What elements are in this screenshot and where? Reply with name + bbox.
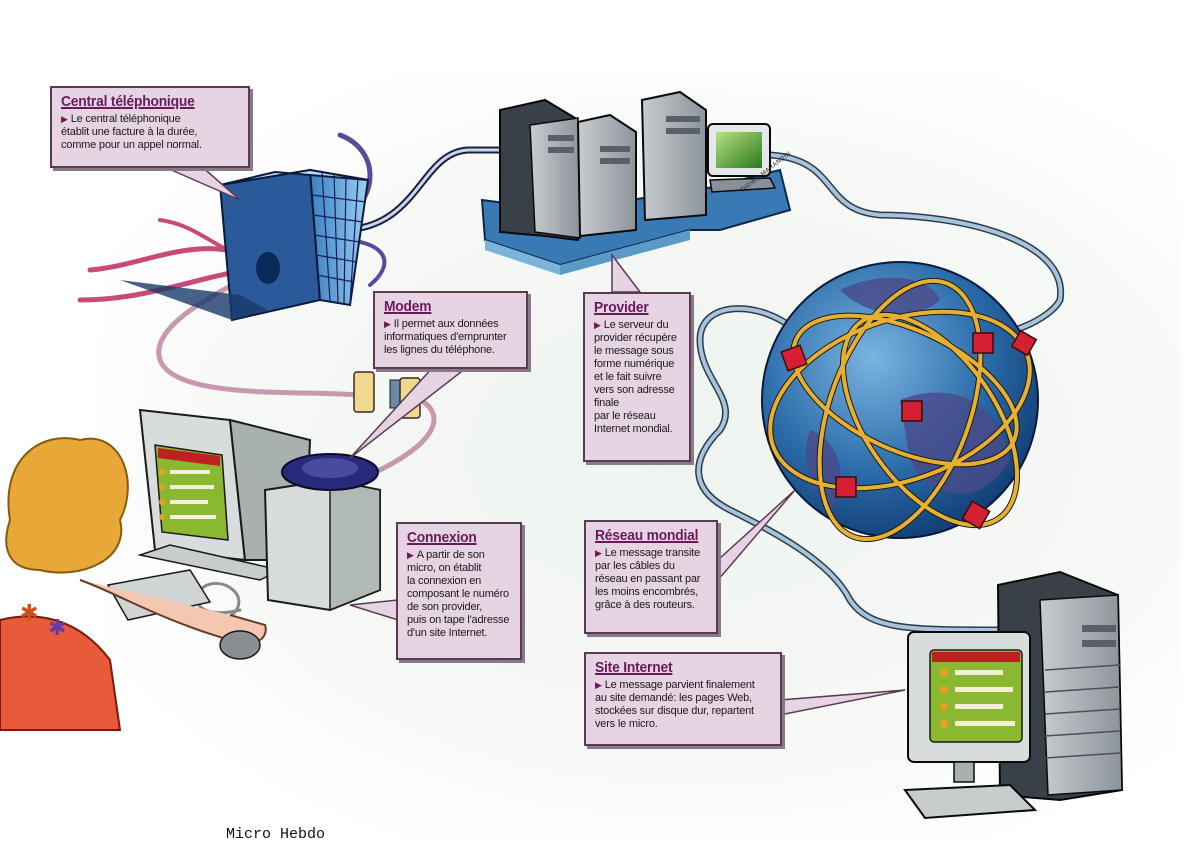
callout-text: Le serveur du provider récupère le messa… — [594, 319, 677, 435]
telephone-exchange-building-icon — [120, 168, 370, 322]
callout-text: A partir de son micro, on établit la con… — [407, 549, 510, 639]
callout-central-telephonique: Central téléphonique ▶Le central télépho… — [50, 86, 250, 168]
triangle-bullet-icon: ▶ — [384, 319, 391, 329]
triangle-bullet-icon: ▶ — [594, 320, 601, 330]
callout-text: Le message parvient finalement au site d… — [595, 679, 755, 730]
callout-title: Connexion — [407, 529, 477, 546]
cables — [77, 132, 1065, 634]
triangle-bullet-icon: ▶ — [595, 548, 602, 558]
triangle-bullet-icon: ▶ — [61, 114, 68, 124]
router-icon — [901, 400, 923, 422]
router-icon — [961, 500, 991, 530]
hair — [5, 437, 129, 574]
web-server-icon — [903, 570, 1124, 820]
chair — [0, 615, 122, 731]
callout-title: Modem — [384, 298, 432, 315]
svg-text:✱: ✱ — [20, 600, 38, 625]
callout-reseau-mondial: Réseau mondial ▶Le message transite par … — [584, 520, 718, 634]
callout-provider: Provider ▶Le serveur du provider récupèr… — [583, 292, 691, 462]
callout-connexion: Connexion ▶A partir de son micro, on éta… — [396, 522, 522, 660]
router-icon — [972, 332, 994, 354]
svg-text:✱: ✱ — [48, 615, 66, 640]
router-icon — [1010, 329, 1038, 357]
network-rings — [768, 278, 1032, 542]
callout-modem: Modem ▶Il permet aux données informatiqu… — [373, 291, 528, 369]
callout-text: Le central téléphonique établit une fact… — [61, 113, 202, 151]
callout-text: Il permet aux données informatiques d'em… — [384, 318, 507, 356]
router-icon — [780, 344, 808, 372]
server-cluster-icon — [480, 90, 792, 275]
callout-title: Provider — [594, 299, 649, 316]
arm — [79, 579, 267, 645]
user-computer-icon: ✱ ✱ — [0, 408, 381, 731]
callout-site-internet: Site Internet ▶Le message parvient final… — [584, 652, 782, 746]
callout-title: Réseau mondial — [595, 527, 699, 544]
triangle-bullet-icon: ▶ — [595, 680, 602, 690]
source-credit: Micro Hebdo — [226, 826, 326, 843]
callout-title: Central téléphonique — [61, 93, 195, 110]
triangle-bullet-icon: ▶ — [407, 550, 414, 560]
callout-pointers — [159, 164, 906, 716]
routers — [780, 329, 1038, 530]
globe-network-icon — [761, 261, 1039, 543]
mouse — [219, 630, 261, 660]
callout-title: Site Internet — [595, 659, 673, 676]
router-icon — [835, 476, 857, 498]
callout-text: Le message transite par les câbles du ré… — [595, 547, 701, 611]
